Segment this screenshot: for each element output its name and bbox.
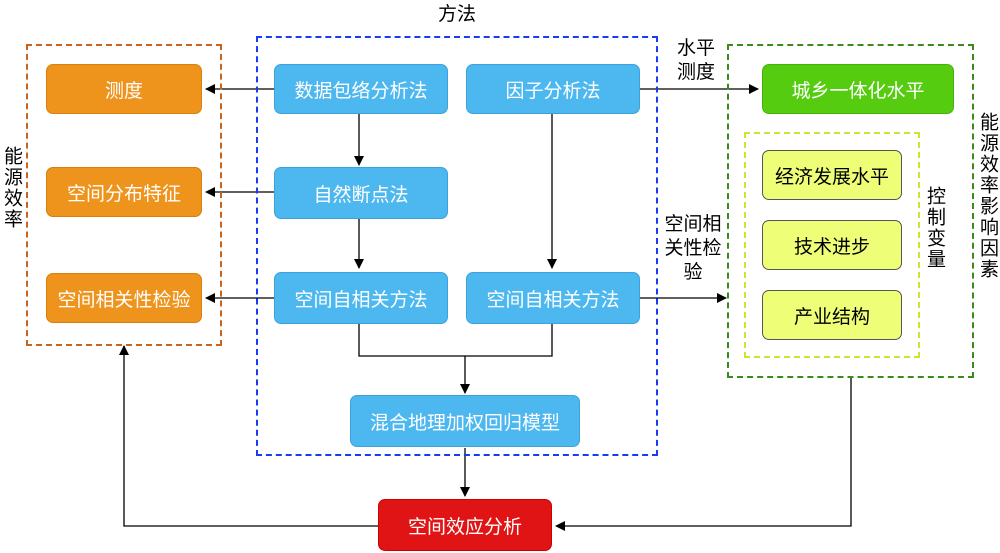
mgwr-node: 混合地理加权回归模型: [350, 395, 580, 447]
jenks-node: 自然断点法: [274, 167, 448, 219]
spatial-corr-test-node: 空间相关性检验: [46, 273, 202, 323]
control-label: 控制变量: [924, 186, 946, 270]
efficiency-label: 能源效率: [1, 146, 23, 230]
control-region: [744, 132, 920, 358]
measure-node: 测度: [46, 64, 202, 114]
autocorr-left-node: 空间自相关方法: [274, 272, 448, 324]
level-measure-label: 水平测度: [676, 37, 715, 83]
method-region: [256, 36, 658, 456]
merge-connector: [358, 324, 553, 357]
industry-node: 产业结构: [762, 290, 902, 340]
economic-node: 经济发展水平: [762, 150, 902, 200]
factor-node: 因子分析法: [466, 64, 640, 114]
tech-node: 技术进步: [762, 220, 902, 270]
spatial-effect-node: 空间效应分析: [378, 499, 552, 551]
urban-rural-node: 城乡一体化水平: [762, 64, 954, 114]
factors-region: [727, 44, 974, 378]
dea-node: 数据包络分析法: [274, 64, 448, 114]
factors-label: 能源效率影响因素: [977, 112, 999, 280]
method-title: 方法: [437, 3, 476, 25]
arrow-effect-to-efficiency: [119, 345, 378, 527]
autocorr-right-node: 空间自相关方法: [466, 272, 640, 324]
efficiency-region: [26, 44, 222, 346]
arrow-factors-to-effect: [555, 378, 852, 531]
spatial-dist-node: 空间分布特征: [46, 167, 202, 217]
spatial-corr-label: 空间相关性检验: [664, 213, 722, 283]
